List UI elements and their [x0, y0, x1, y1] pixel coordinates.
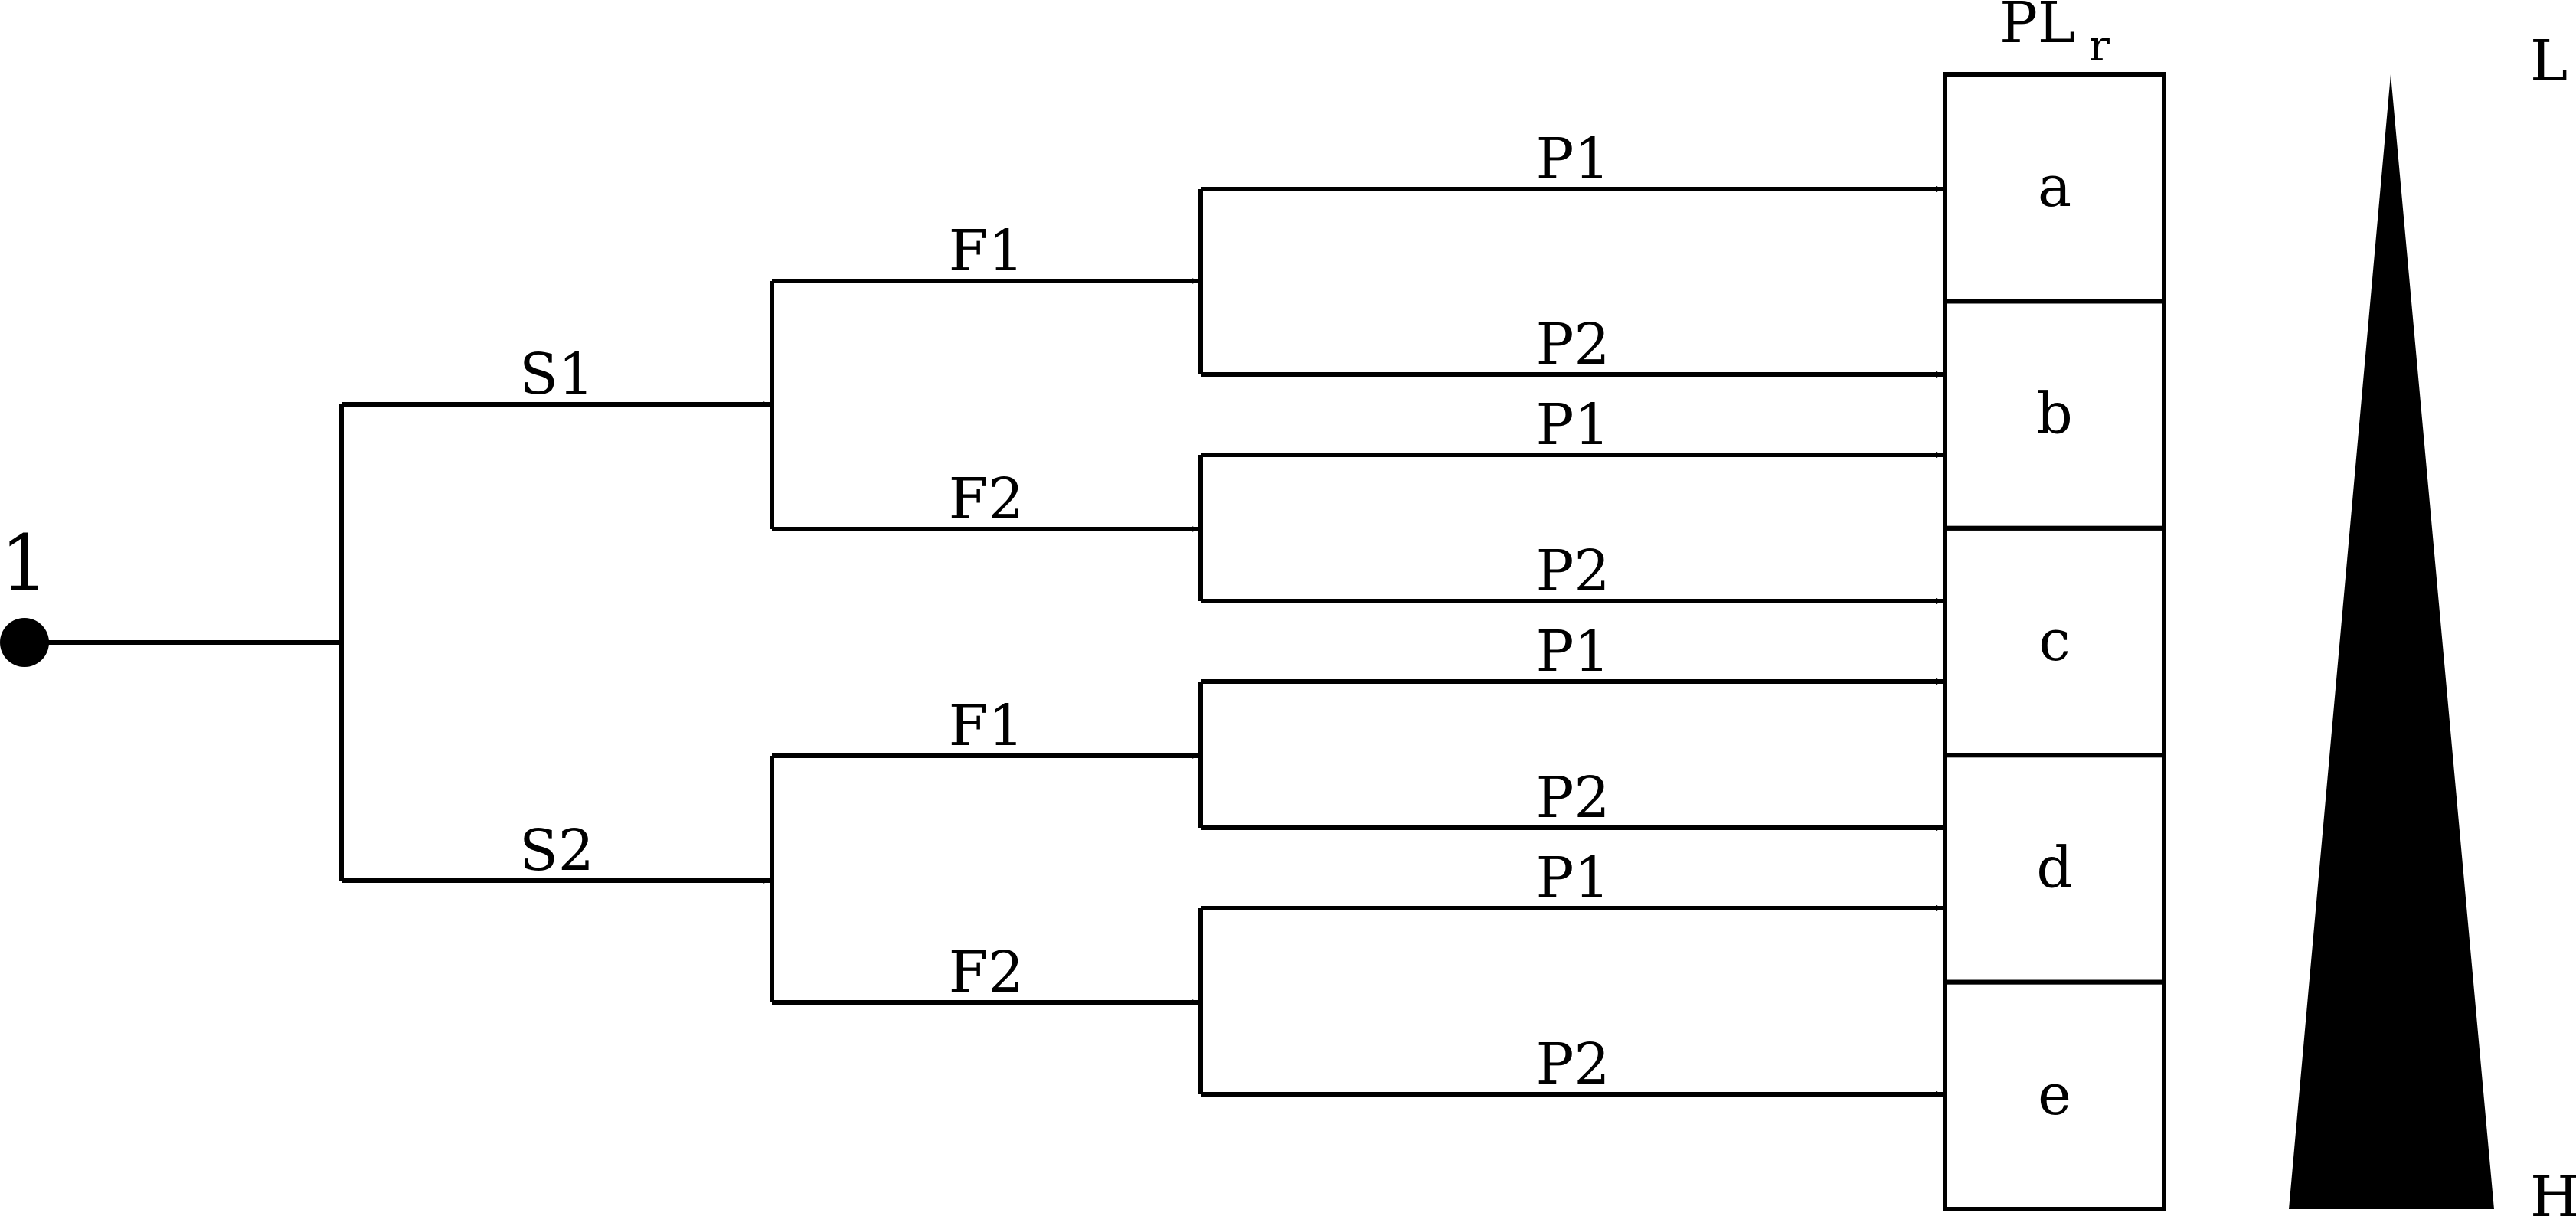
scale-top-label: L [2530, 28, 2568, 94]
level3-p1-label: P1 [1536, 392, 1610, 458]
level2-f2-label: F2 [949, 466, 1024, 532]
result-box: a b c d e [1943, 72, 2166, 1211]
result-cell-label: e [2038, 1062, 2071, 1128]
level3-p2-label: P2 [1536, 765, 1610, 831]
scale-wedge [2289, 74, 2494, 1209]
level1-s1-label: S1 [519, 342, 594, 407]
level1-s2-label: S2 [519, 818, 594, 884]
result-cell-label: b [2036, 381, 2072, 447]
level2-f1-label: F1 [949, 693, 1024, 759]
level3-p2-label: P2 [1536, 538, 1610, 604]
result-box-title-sub: r [2089, 21, 2110, 71]
level3-p1-label: P1 [1536, 126, 1610, 192]
result-cell-label: a [2038, 154, 2071, 220]
level2-f2-label: F2 [949, 940, 1024, 1005]
result-cell-e [1943, 979, 2166, 1211]
result-cell-label: d [2036, 835, 2072, 901]
result-box-title-main: PL [1999, 0, 2075, 56]
level3-p1-label: P1 [1536, 845, 1610, 911]
level3-p2-label: P2 [1536, 312, 1610, 378]
scale-bottom-label: H [2530, 1164, 2576, 1216]
result-cell-label: c [2038, 608, 2070, 674]
result-box-title: PL r [1999, 0, 2110, 71]
level3-p2-label: P2 [1536, 1031, 1610, 1097]
level2-f1-label: F1 [949, 218, 1024, 284]
level3-p1-label: P1 [1536, 619, 1610, 685]
root-label: 1 [0, 518, 49, 608]
